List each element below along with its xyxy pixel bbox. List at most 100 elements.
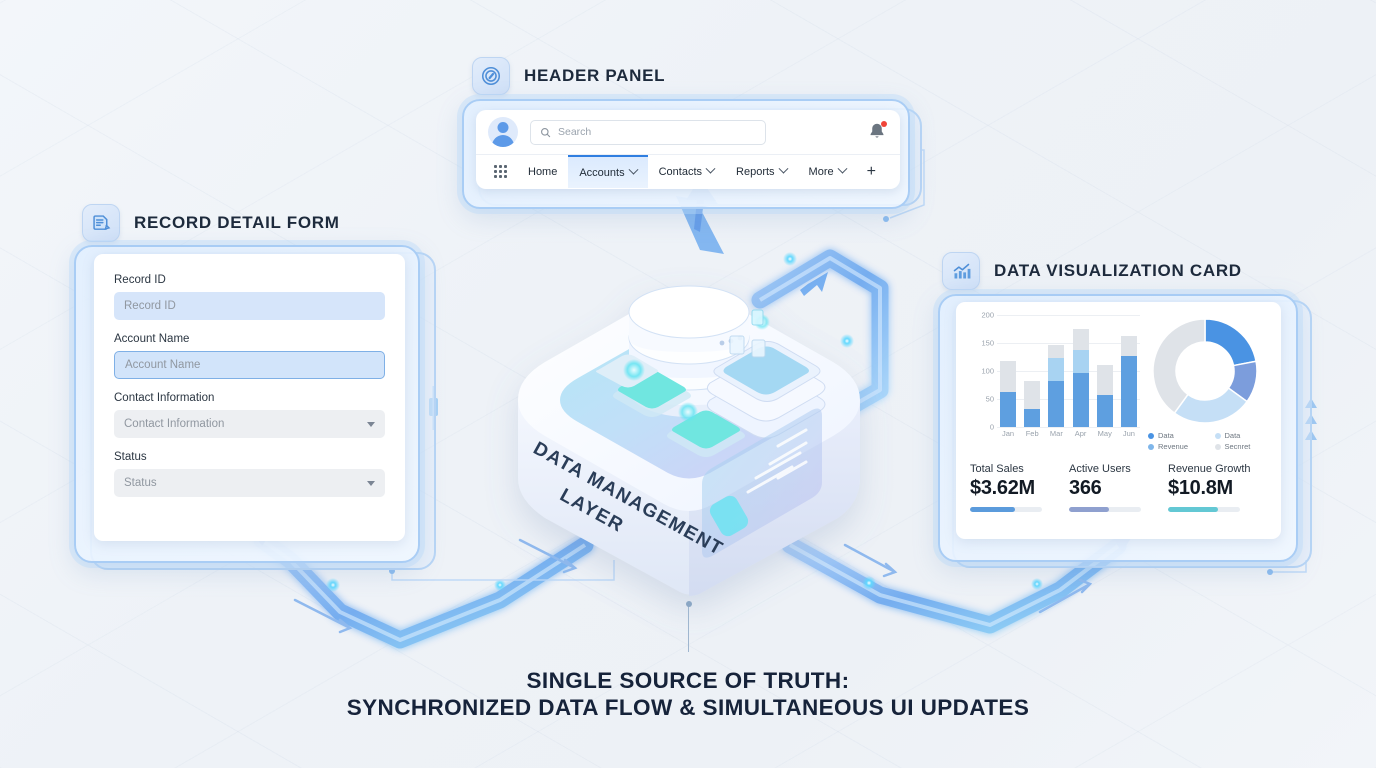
nav-label: Accounts — [579, 166, 625, 179]
legend-swatch — [1148, 432, 1154, 439]
nav-label: More — [808, 165, 834, 178]
field-contact-information: Contact Information Contact Information — [114, 392, 385, 438]
chevron-down-icon — [705, 163, 716, 174]
add-tab-button[interactable]: + — [866, 162, 876, 180]
nav-label: Home — [528, 165, 558, 178]
kpi-value: 366 — [1069, 477, 1102, 499]
nav-item-accounts[interactable]: Accounts — [568, 155, 648, 188]
chevron-down-icon — [628, 164, 639, 175]
kpi-progress-track — [1069, 507, 1141, 512]
nav-item-more[interactable]: More — [798, 155, 857, 188]
bar-segment — [1120, 355, 1137, 427]
svg-text:DATA MANAGEMENT: DATA MANAGEMENT — [530, 438, 727, 560]
field-placeholder: Record ID — [124, 300, 176, 312]
bar-chart-x-axis: Jan Feb Mar Apr May Jun — [997, 429, 1140, 438]
legend-swatch — [1214, 443, 1221, 450]
kpi-value: $10.8M — [1168, 477, 1233, 499]
caption-connector — [685, 601, 692, 652]
bar-segment — [1072, 350, 1089, 374]
bar-segment — [1024, 409, 1041, 427]
svg-text:LAYER: LAYER — [556, 485, 627, 537]
x-tick-label: Jun — [1122, 429, 1135, 438]
kpi-active-users: Active Users 366 — [1069, 463, 1168, 512]
record-form-label: RECORD DETAIL FORM — [134, 213, 340, 232]
bar-segment — [1048, 345, 1065, 359]
notification-badge — [881, 121, 887, 127]
bar-column — [1048, 345, 1065, 427]
x-tick-label: May — [1097, 429, 1112, 438]
bar-segment — [1048, 358, 1065, 381]
nav-item-home[interactable]: Home — [517, 155, 568, 188]
nav-label: Contacts — [658, 165, 703, 178]
bar-segment — [1120, 335, 1137, 356]
x-tick-label: Jan — [1001, 429, 1015, 438]
kpi-total-sales: Total Sales $3.62M — [970, 463, 1069, 512]
app-launcher-icon[interactable] — [484, 155, 517, 188]
legend-label: Secnret — [1224, 442, 1251, 451]
kpi-progress-track — [970, 507, 1042, 512]
notification-bell-icon[interactable] — [866, 121, 888, 143]
field-status: Status Status — [114, 451, 385, 497]
data-viz-title: DATA VISUALIZATION CARD — [942, 252, 1242, 290]
bar-column — [1096, 364, 1113, 427]
header-top-bar: Search — [476, 110, 900, 155]
caption-line-1: SINGLE SOURCE OF TRUTH: — [526, 668, 850, 693]
bar-segment — [1000, 361, 1016, 393]
nav-item-contacts[interactable]: Contacts — [648, 155, 725, 188]
kpi-progress-fill — [1168, 507, 1219, 512]
legend-label: Data — [1158, 431, 1174, 440]
avatar[interactable] — [488, 117, 518, 147]
search-icon — [541, 127, 551, 137]
kpi-label: Revenue Growth — [1168, 463, 1251, 475]
legend-swatch — [1148, 443, 1154, 450]
record-form-title: RECORD DETAIL FORM — [82, 204, 340, 242]
legend-label: Revenue — [1158, 442, 1189, 451]
bar-segment — [1072, 329, 1089, 351]
gridline — [997, 427, 1140, 428]
bar-segment — [1096, 364, 1113, 396]
kpi-revenue-growth: Revenue Growth $10.8M — [1168, 463, 1267, 512]
bar-segment — [1024, 380, 1041, 410]
bar-segment — [1000, 392, 1016, 427]
search-input[interactable]: Search — [530, 119, 766, 145]
x-tick-label: Apr — [1074, 429, 1087, 438]
caption: SINGLE SOURCE OF TRUTH: SYNCHRONIZED DAT… — [0, 668, 1376, 721]
bar-segment — [1048, 380, 1065, 427]
field-placeholder: Account Name — [125, 359, 201, 371]
gridline — [997, 371, 1140, 372]
field-label: Account Name — [114, 333, 190, 345]
legend-item: Data — [1214, 431, 1274, 440]
y-tick-label: 150 — [981, 338, 994, 348]
y-tick-label: 100 — [981, 366, 994, 376]
status-select[interactable]: Status — [114, 469, 385, 497]
field-record-id: Record ID Record ID — [114, 274, 385, 320]
kpi-row: Total Sales $3.62M Active Users 366 Reve… — [970, 463, 1267, 512]
gridline — [997, 343, 1140, 344]
bar-column — [1024, 380, 1041, 427]
nav-bar: Home Accounts Contacts Reports More + — [476, 155, 900, 188]
record-id-input[interactable]: Record ID — [114, 292, 385, 320]
donut-slice — [1203, 318, 1257, 367]
y-tick-label: 50 — [985, 394, 994, 404]
nav-item-reports[interactable]: Reports — [725, 155, 798, 188]
legend-label: Data — [1224, 431, 1241, 440]
document-edit-icon — [82, 204, 120, 242]
chevron-down-icon — [367, 421, 375, 427]
header-panel: Search Home Accounts Contacts — [476, 110, 900, 189]
account-name-input[interactable]: Account Name — [114, 351, 385, 379]
donut-slice — [1151, 318, 1206, 415]
bar-chart-bars — [997, 315, 1140, 427]
bar-column — [1000, 361, 1016, 427]
record-detail-form: Record ID Record ID Account Name Account… — [94, 254, 405, 541]
header-panel-title: HEADER PANEL — [472, 57, 665, 95]
contact-information-select[interactable]: Contact Information — [114, 410, 385, 438]
x-tick-label: Mar — [1049, 429, 1063, 438]
header-panel-label: HEADER PANEL — [524, 66, 666, 85]
gridline — [997, 399, 1140, 400]
kpi-progress-fill — [970, 507, 1015, 512]
bar-column — [1120, 335, 1137, 427]
x-tick-label: Feb — [1025, 429, 1039, 438]
